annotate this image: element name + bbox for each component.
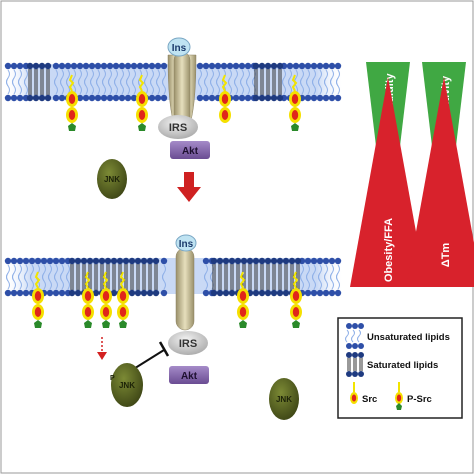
irs-label-top: IRS — [169, 122, 187, 134]
wedge-delta-tm — [406, 77, 474, 287]
jnk-label-bottom-right: JNK — [276, 395, 292, 404]
irs-top — [158, 115, 198, 139]
jnk-bottom-left — [111, 363, 143, 407]
legend-saturated-icon — [346, 352, 364, 377]
akt-bottom — [169, 366, 209, 384]
inhibition-line — [131, 341, 170, 371]
legend: Unsaturated lipids Saturated lipids Src … — [337, 317, 463, 419]
irs-label-bottom: IRS — [179, 338, 197, 350]
jnk-bottom-right — [269, 378, 299, 420]
src-group-top — [66, 74, 301, 131]
legend-unsaturated-icon — [345, 323, 364, 349]
p-marker-jnk: P — [110, 375, 115, 382]
legend-unsaturated-label: Unsaturated lipids — [367, 332, 450, 343]
ins-label-bottom: Ins — [179, 239, 194, 250]
irs-bottom — [168, 331, 208, 355]
akt-label-bottom: Akt — [181, 371, 198, 382]
wedge-obesity-ffa — [350, 77, 426, 287]
jnk-label-top: JNK — [104, 175, 120, 184]
legend-src-icon — [350, 382, 358, 404]
legend-src-label: Src — [362, 394, 377, 405]
akt-label-top: Akt — [182, 146, 199, 157]
legend-p-src-label: P-Src — [407, 394, 432, 405]
akt-top — [170, 141, 210, 159]
down-arrow — [177, 172, 201, 202]
insulin-receptor-bottom — [175, 234, 197, 331]
legend-p-src-icon — [395, 382, 403, 410]
jnk-label-bottom-left: JNK — [119, 381, 135, 390]
jnk-top — [97, 159, 127, 199]
legend-saturated-label: Saturated lipids — [367, 360, 438, 371]
activation-dashed-arrow — [97, 337, 107, 360]
wedge-label-obesity-ffa: Obesity/FFA — [383, 218, 395, 282]
wedge-label-delta-tm: ΔTm — [440, 243, 452, 268]
ins-label-top: Ins — [172, 43, 187, 54]
insulin-receptor-top — [167, 37, 197, 133]
src-group-bottom — [32, 271, 302, 328]
